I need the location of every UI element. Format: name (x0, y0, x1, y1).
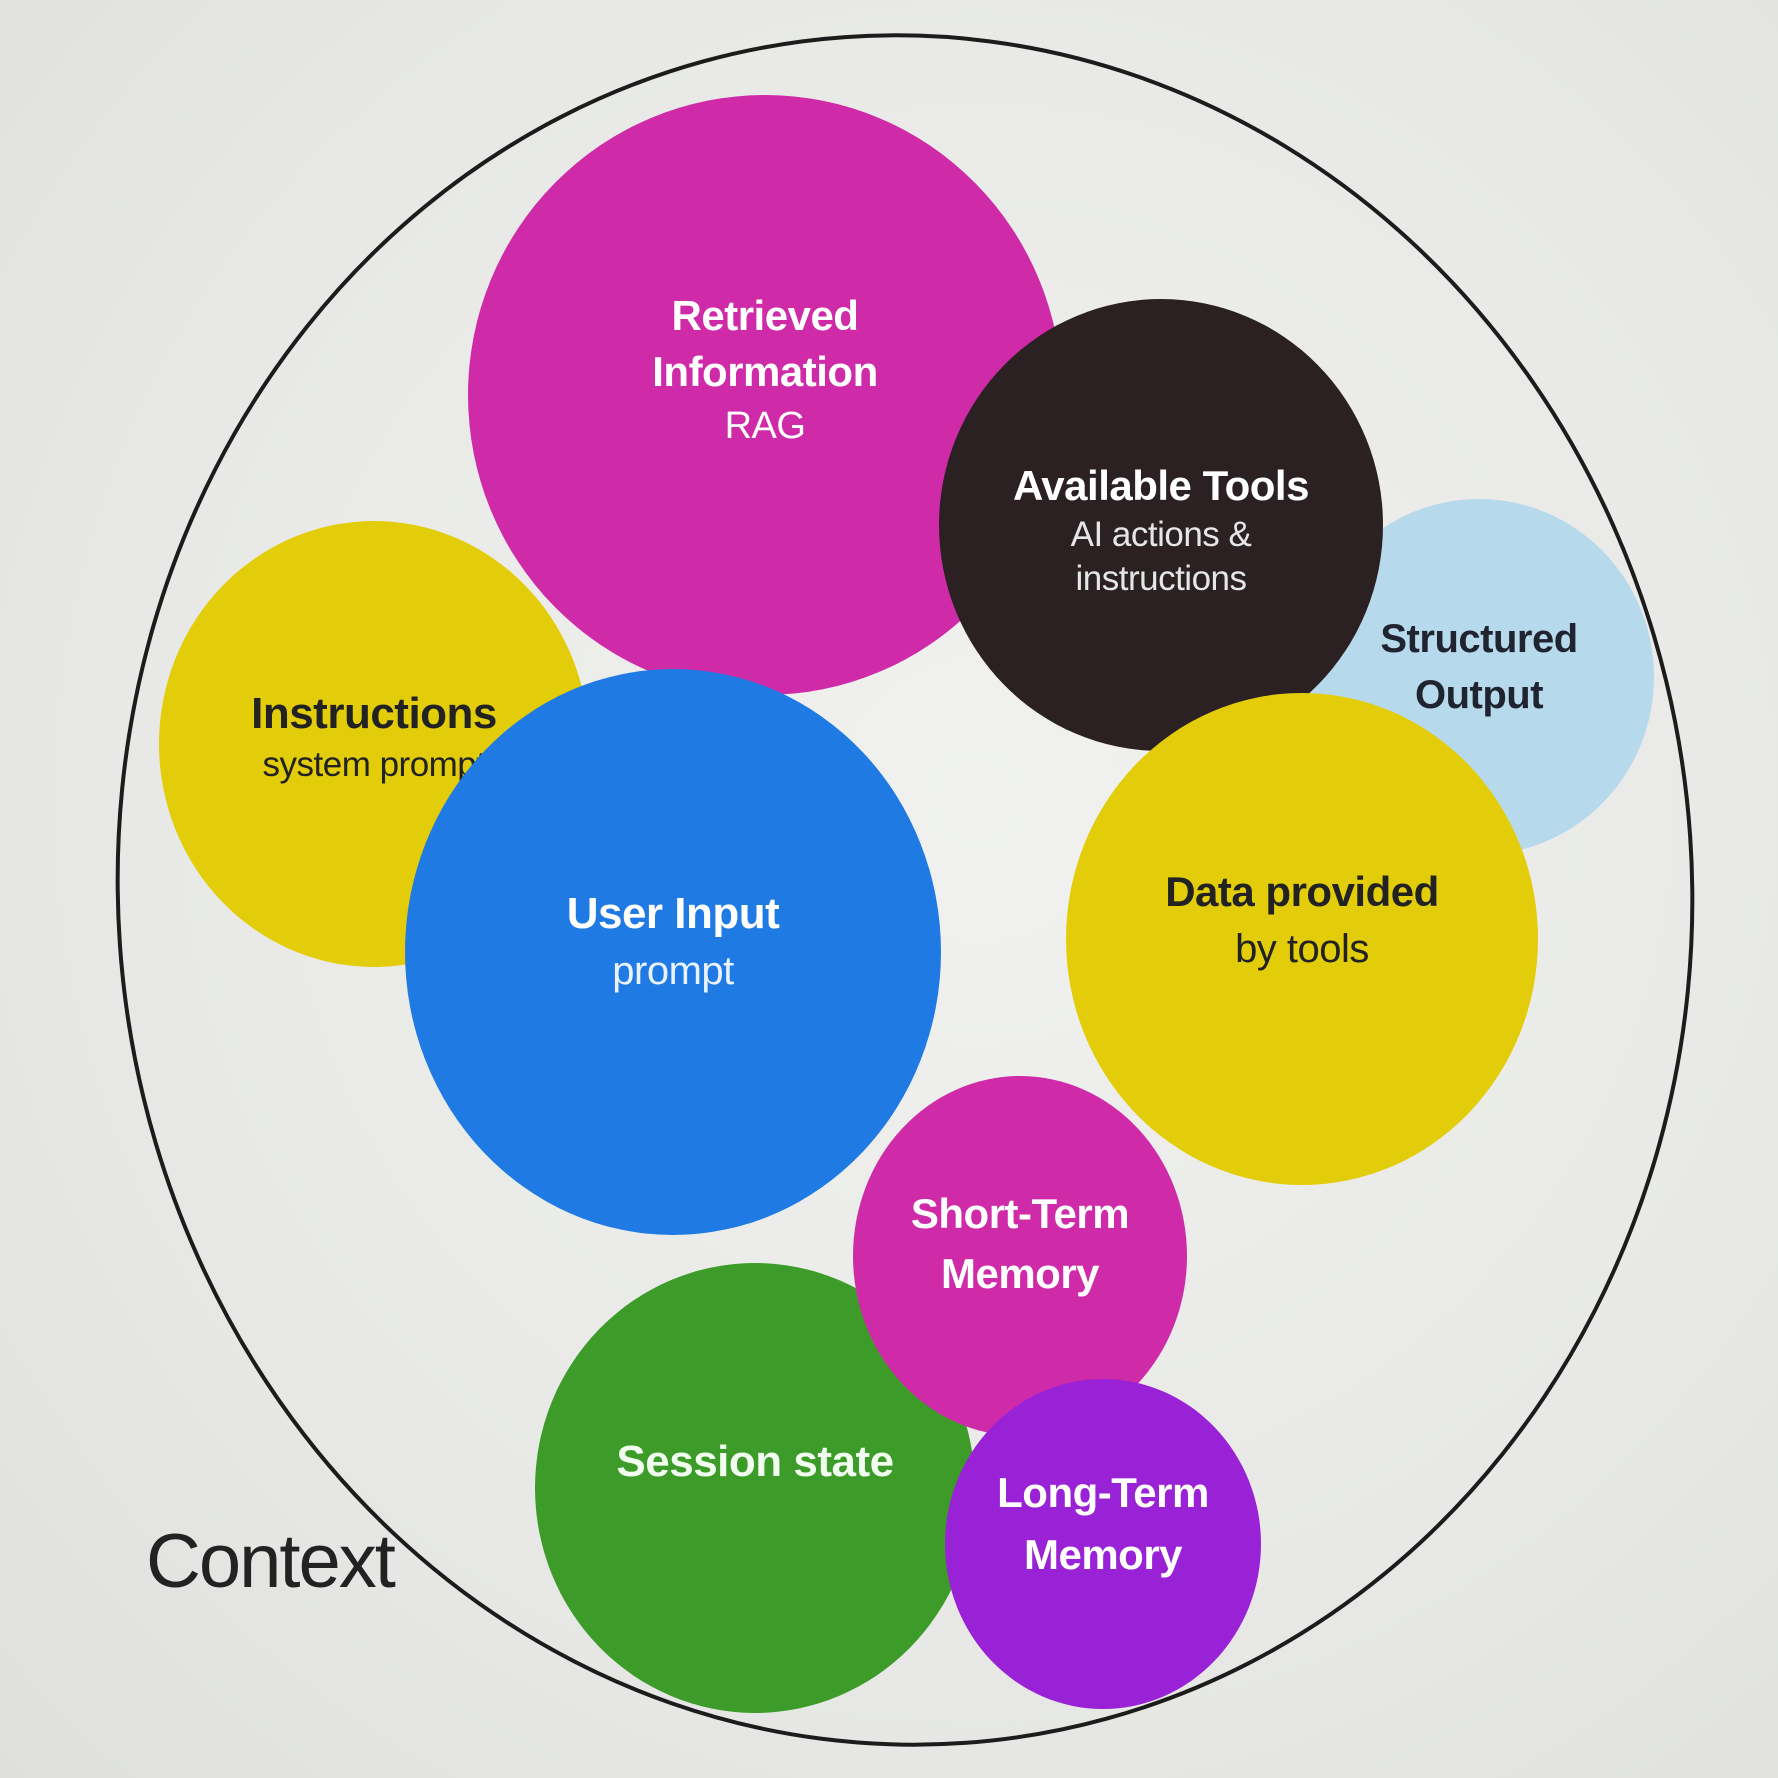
session-state-circle (535, 1263, 975, 1713)
structured-output-title-line: Structured (1380, 617, 1577, 661)
data-provided-title-line: Data provided (1165, 868, 1439, 915)
session-state-bubble: Session state (535, 1263, 975, 1713)
retrieved-information-subtitle-line: RAG (725, 405, 806, 447)
retrieved-information-circle (468, 95, 1062, 695)
available-tools-title-line: Available Tools (1013, 462, 1309, 509)
instructions-subtitle-line: system prompt (263, 745, 487, 784)
user-input-title-line: User Input (567, 889, 780, 938)
long-term-memory-title-line: Memory (1024, 1531, 1183, 1578)
context-boundary (115, 33, 1695, 1747)
structured-output-title-line: Output (1415, 673, 1543, 717)
long-term-memory-title-line: Long-Term (997, 1469, 1209, 1516)
user-input-circle (405, 669, 941, 1235)
instructions-title-line: Instructions (251, 689, 497, 738)
available-tools-subtitle-line: AI actions & (1071, 515, 1252, 554)
data-provided-bubble: Data provided by tools (1066, 693, 1538, 1185)
short-term-memory-circle (853, 1076, 1187, 1436)
short-term-memory-title-line: Short-Term (911, 1190, 1129, 1237)
retrieved-information-title-line: Information (652, 348, 877, 395)
context-label: Context (146, 1519, 396, 1604)
long-term-memory-circle (945, 1379, 1261, 1709)
retrieved-information-title-line: Retrieved (672, 292, 859, 339)
short-term-memory-title-line: Memory (941, 1250, 1100, 1297)
available-tools-bubble: Available Tools AI actions & instructions (939, 299, 1383, 751)
user-input-subtitle-line: prompt (612, 949, 734, 993)
available-tools-circle (939, 299, 1383, 751)
data-provided-circle (1066, 693, 1538, 1185)
session-state-title-line: Session state (616, 1437, 893, 1486)
user-input-bubble: User Input prompt (405, 669, 941, 1235)
available-tools-subtitle-line: instructions (1075, 559, 1246, 598)
data-provided-subtitle-line: by tools (1235, 927, 1369, 971)
